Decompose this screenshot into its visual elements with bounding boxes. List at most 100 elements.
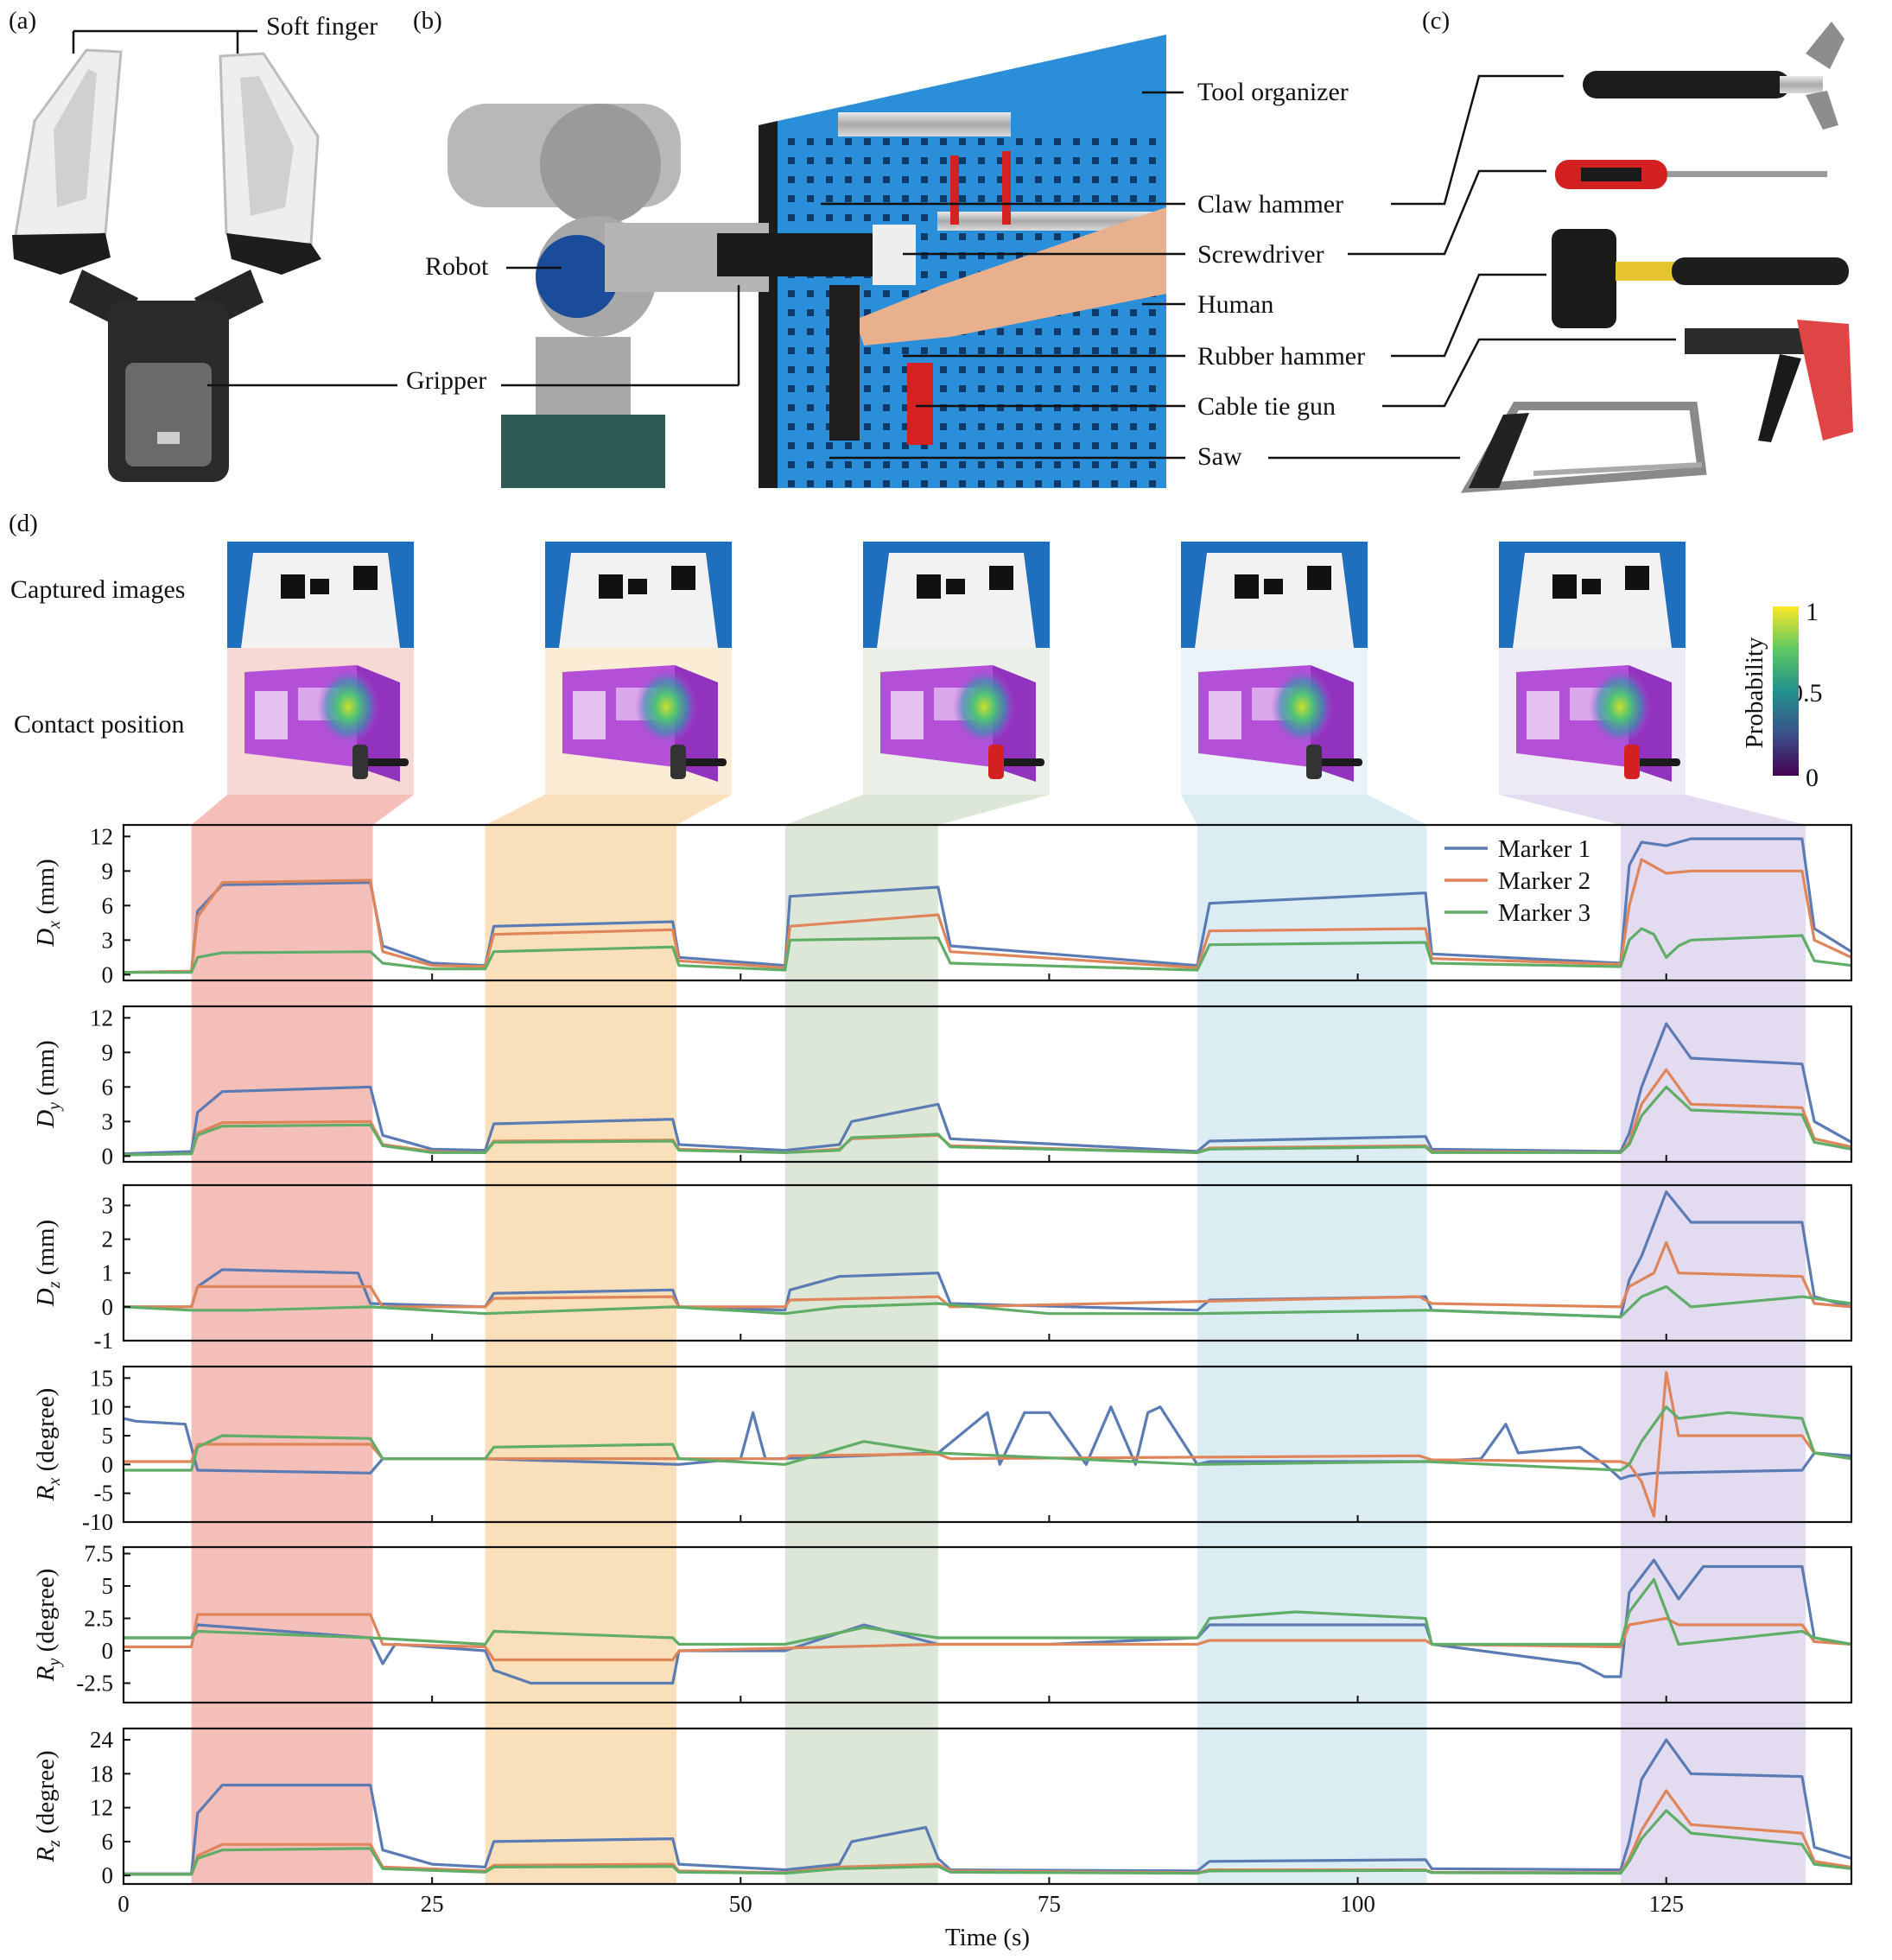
y-tick-label: 12	[90, 1005, 113, 1031]
row-label-contact-position: Contact position	[14, 710, 185, 739]
cable-tie-gun-icon	[1624, 745, 1680, 779]
subplot-frame	[122, 1727, 1853, 1886]
band-connector	[1499, 795, 1806, 825]
series-line-marker-1	[123, 1022, 1852, 1156]
band-connector	[1181, 795, 1427, 825]
callout-cable-tie-gun: Cable tie gun	[1197, 392, 1336, 421]
y-tick-label: 6	[102, 1074, 114, 1100]
band-connector	[485, 795, 732, 825]
screwdriver-icon	[1555, 160, 1827, 189]
cable-tie-gun-icon	[1685, 320, 1853, 442]
series-line-marker-2	[123, 1068, 1852, 1157]
series-line-marker-1	[124, 1738, 1852, 1875]
y-axis-label: Dx (mm)	[32, 859, 64, 948]
y-tick-label: 12	[90, 1795, 113, 1821]
series-line-marker-1	[124, 1558, 1852, 1685]
series-line-marker-3	[123, 1085, 1852, 1157]
y-tick-label: 0	[102, 1862, 114, 1888]
series-line-marker-2	[124, 1240, 1852, 1309]
y-tick-label: 5	[102, 1423, 114, 1449]
panel-letter-a: (a)	[9, 7, 37, 35]
y-tick-label: 15	[90, 1365, 113, 1391]
legend-label-marker-2: Marker 2	[1498, 867, 1590, 895]
captured-image	[1499, 542, 1686, 648]
band-connector	[191, 795, 415, 825]
callout-tool-organizer: Tool organizer	[1197, 78, 1349, 106]
contact-map	[227, 648, 414, 795]
row-label-captured-images: Captured images	[10, 575, 186, 604]
x-tick-label: 0	[117, 1891, 130, 1917]
y-axis-label: Dy (mm)	[32, 1040, 64, 1129]
y-axis-label: Ry (degree)	[32, 1569, 64, 1682]
series-line-marker-2	[124, 1371, 1852, 1518]
panel-letter-c: (c)	[1422, 7, 1451, 35]
series-line-marker-2	[123, 858, 1852, 974]
y-tick-label: 9	[102, 1039, 114, 1065]
y-tick-label: 0	[102, 1294, 114, 1320]
y-tick-label: 0	[102, 1638, 114, 1664]
band-band_orange	[485, 825, 676, 1884]
series-line-marker-1	[124, 1190, 1852, 1319]
y-tick-label: 12	[90, 823, 113, 849]
y-tick-label: 9	[102, 858, 114, 884]
y-tick-label: 6	[102, 1829, 114, 1855]
y-tick-label: 3	[102, 1192, 114, 1218]
series-line-marker-3	[124, 1405, 1852, 1472]
y-axis-label: Dz (mm)	[32, 1220, 64, 1307]
captured-image	[1181, 542, 1368, 648]
x-tick-label: 125	[1648, 1891, 1684, 1917]
probability-colorbar: Probability	[1741, 606, 1799, 776]
x-tick-label: 25	[421, 1891, 444, 1917]
x-axis-label: Time (s)	[945, 1924, 1030, 1951]
x-tick-label: 100	[1340, 1891, 1375, 1917]
panel-letter-d: (d)	[9, 510, 38, 537]
subplot-3: -1 0 1 2 3 Dz (mm)	[32, 1183, 1853, 1354]
y-tick-label: 2	[102, 1227, 114, 1253]
claw-hammer-icon	[1583, 22, 1844, 130]
callout-saw: Saw	[1197, 442, 1242, 471]
series-line-marker-3	[124, 1809, 1852, 1876]
y-tick-label: 3	[102, 927, 114, 953]
subplot-frame	[122, 1545, 1853, 1704]
y-axis-label: Rz (degree)	[32, 1750, 64, 1862]
y-tick-label: 5	[102, 1573, 114, 1599]
callout-claw-hammer: Claw hammer	[1197, 190, 1344, 219]
colorbar-tick-0: 0	[1806, 764, 1819, 792]
claw-hammer-icon	[670, 745, 727, 779]
band-band_red	[191, 825, 373, 1884]
callout-screwdriver: Screwdriver	[1197, 240, 1324, 269]
y-tick-label: -10	[82, 1509, 113, 1535]
subplot-frame	[122, 823, 1853, 982]
tools-photo	[1268, 22, 1853, 493]
y-tick-label: 0	[102, 1451, 114, 1477]
callout-robot: Robot	[425, 252, 489, 281]
contact-map	[545, 648, 732, 795]
series-line-marker-3	[124, 927, 1852, 974]
y-tick-label: -1	[94, 1328, 114, 1354]
band-band_green	[784, 825, 938, 1884]
x-tick-label: 75	[1038, 1891, 1061, 1917]
y-tick-label: 24	[90, 1727, 114, 1753]
rubber-hammer-icon	[1552, 229, 1849, 328]
captured-image	[863, 542, 1050, 648]
y-tick-label: 6	[102, 892, 114, 918]
y-tick-label: 0	[102, 961, 114, 987]
subplot-1: 0 3 6 9 12 Dx (mm)	[32, 823, 1853, 987]
y-tick-label: 1	[102, 1260, 114, 1286]
y-tick-label: -5	[94, 1481, 114, 1506]
y-tick-label: 18	[90, 1760, 113, 1786]
band-band_blue	[1197, 825, 1427, 1884]
colorbar-label: Probability	[1741, 637, 1768, 748]
subplot-frame	[122, 1183, 1853, 1342]
subplot-6: 0 6 12 18 24 Rz (degree)	[32, 1727, 1853, 1888]
y-axis-label: Rx (degree)	[32, 1388, 64, 1501]
captured-image	[227, 542, 414, 648]
rubber-hammer-icon	[352, 745, 409, 779]
robot-scene-photo	[448, 35, 1185, 488]
contact-map	[1499, 648, 1686, 795]
y-tick-label: 10	[90, 1394, 113, 1420]
series-line-marker-2	[124, 1613, 1852, 1662]
gripper-photo	[12, 29, 397, 482]
series-line-marker-3	[124, 1577, 1852, 1646]
